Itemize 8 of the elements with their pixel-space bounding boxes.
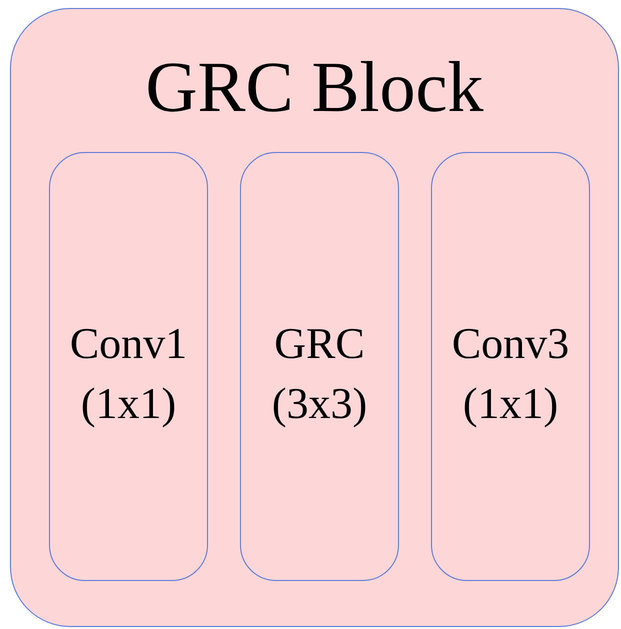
block-box bbox=[431, 152, 590, 581]
block-box bbox=[49, 152, 208, 581]
container-box bbox=[10, 8, 619, 627]
block-box bbox=[240, 152, 399, 581]
block-label: Conv1 (1x1) bbox=[68, 318, 188, 430]
container-title: GRC Block bbox=[144, 51, 485, 123]
block-label: GRC (3x3) bbox=[270, 318, 368, 430]
block-label: Conv3 (1x1) bbox=[450, 318, 570, 430]
